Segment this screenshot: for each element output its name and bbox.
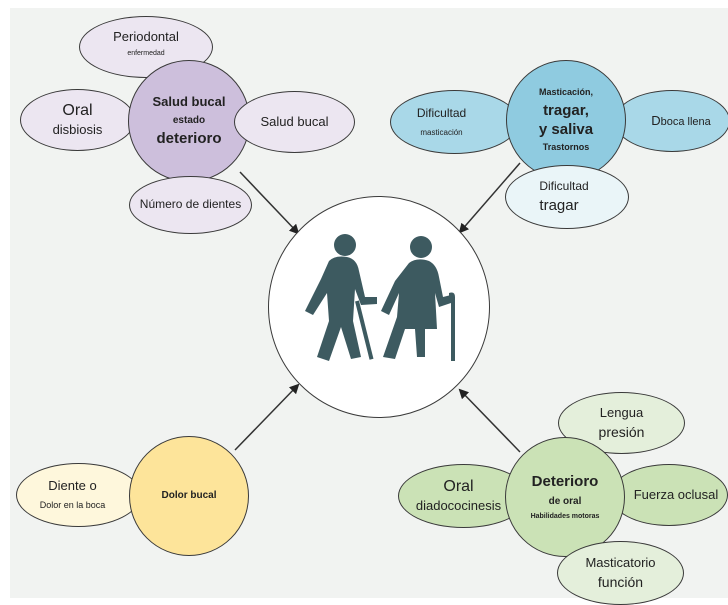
swallow-difficulty-l2: tragar — [539, 196, 579, 214]
bubble-oral-health-main: Salud bucal estado deterioro — [128, 60, 250, 182]
tooth-pain-l1: Diente o — [48, 478, 97, 494]
bubble-swallowing-main: Masticación, tragar, y saliva Trastornos — [506, 60, 626, 180]
tongue-pressure-l2: presión — [598, 423, 645, 440]
tooth-pain-l2: Dolor en la boca — [39, 500, 106, 511]
occlusal-force-l1: Fuerza oclusal — [633, 486, 719, 502]
center-circle — [268, 196, 490, 418]
swallowing-main-l2: tragar, — [543, 101, 589, 119]
masticatory-function-l1: Masticatorio — [585, 554, 656, 570]
bubble-teeth-count: Número de dientes — [129, 176, 252, 234]
oral-health-main-l3: deterioro — [156, 129, 222, 147]
elderly-couple-walking-icon — [305, 234, 455, 361]
bubble-masticatory-function: Masticatorio función — [557, 541, 684, 605]
arrow-oral-health — [239, 171, 300, 235]
bubble-motor-main: Deterioro de oral Habilidades motoras — [505, 437, 625, 557]
bubble-swallow-difficulty: Dificultad tragar — [505, 165, 629, 229]
tongue-pressure-l1: Lengua — [599, 404, 644, 420]
motor-main-l1: Deterioro — [531, 472, 599, 490]
chewing-difficulty-l1: Dificultad — [416, 105, 467, 120]
bubble-dry-mouth: Dboca llena — [614, 90, 728, 152]
periodontal-l1: Periodontal — [113, 28, 179, 44]
bubble-tongue-pressure: Lengua presión — [558, 392, 685, 454]
swallowing-main-l4: Trastornos — [542, 142, 590, 153]
bubble-oral-health-right: Salud bucal — [234, 91, 355, 153]
dry-mouth-l1: D — [651, 112, 661, 128]
diadochokinesis-l1: Oral — [443, 478, 474, 496]
arrow-pain — [234, 383, 300, 451]
chewing-difficulty-l2: masticación — [420, 128, 463, 138]
oral-dysbiosis-l2: disbiosis — [52, 122, 103, 138]
diadochokinesis-l2: diadococinesis — [415, 497, 502, 513]
bubble-oral-dysbiosis: Oral disbiosis — [20, 89, 135, 151]
arrow-motor — [458, 388, 521, 453]
swallowing-main-l1: Masticación, — [538, 87, 594, 98]
bubble-tooth-pain: Diente o Dolor en la boca — [16, 463, 141, 527]
oral-health-main-l1: Salud bucal — [152, 94, 226, 110]
swallowing-main-l3: y saliva — [538, 121, 594, 138]
bubble-chewing-difficulty: Dificultad masticación — [390, 90, 519, 154]
dry-mouth-line: Dboca llena — [651, 112, 711, 129]
motor-main-l2: de oral — [548, 495, 582, 507]
pain-main-l1: Dolor bucal — [161, 490, 217, 502]
bubble-pain-main: Dolor bucal — [129, 436, 249, 556]
oral-health-right-l1: Salud bucal — [260, 113, 329, 129]
periodontal-l2: enfermedad — [127, 50, 165, 58]
arrow-swallowing — [458, 162, 521, 234]
oral-health-main-l2: estado — [172, 115, 206, 127]
bubble-occlusal-force: Fuerza oclusal — [610, 464, 728, 526]
oral-dysbiosis-l1: Oral — [62, 101, 93, 119]
masticatory-function-l2: función — [597, 573, 644, 590]
motor-main-l3: Habilidades motoras — [530, 513, 600, 521]
swallow-difficulty-l1: Dificultad — [539, 178, 589, 193]
teeth-count-l1: Número de dientes — [139, 197, 242, 212]
dry-mouth-l2: boca llena — [660, 115, 711, 128]
